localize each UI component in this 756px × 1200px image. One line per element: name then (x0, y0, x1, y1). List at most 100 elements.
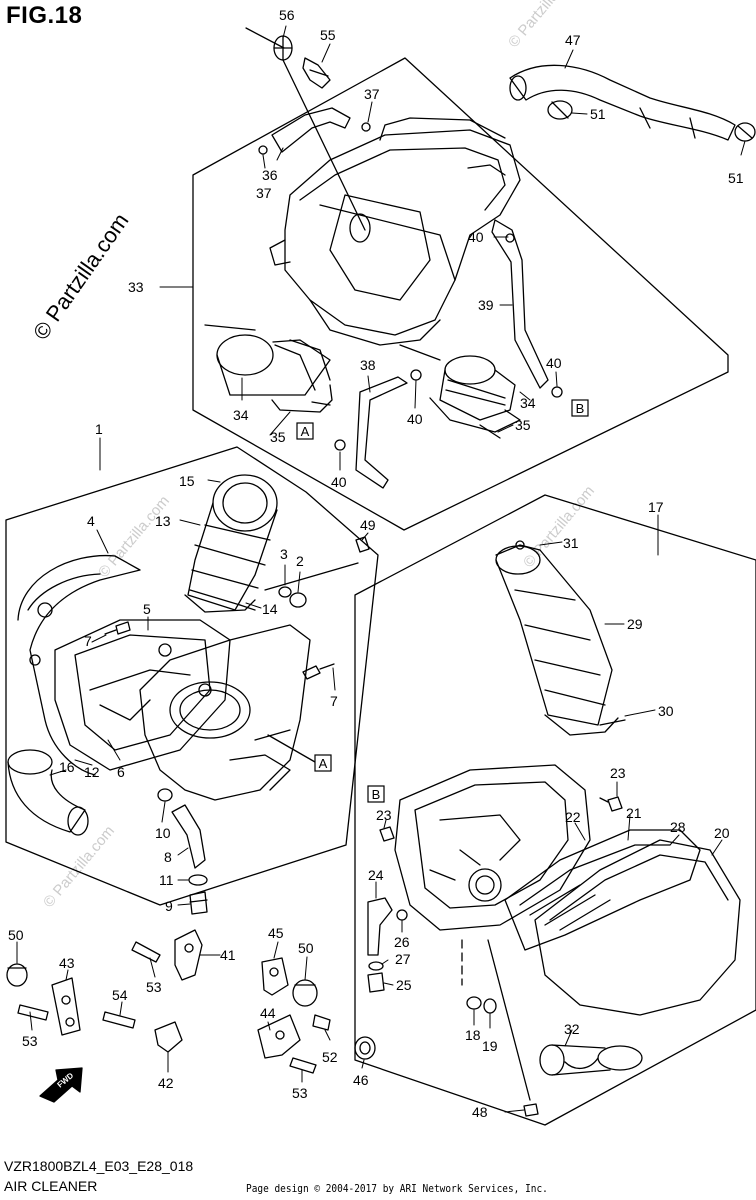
damper-50 (6, 963, 28, 987)
section-title: AIR CLEANER (4, 1178, 98, 1194)
housing-inner (139, 624, 311, 801)
callout-21: 21 (626, 805, 642, 821)
bolt-23 (599, 796, 623, 812)
callout-35: 35 (515, 417, 531, 433)
duct-16 (7, 749, 89, 836)
grommet-18 (466, 996, 482, 1010)
bolt-48 (523, 1103, 539, 1117)
callout-10: 10 (155, 825, 171, 841)
collar-2 (289, 592, 307, 608)
callout-51: 51 (728, 170, 744, 186)
callout-41: 41 (220, 947, 236, 963)
hose-38 (355, 376, 408, 489)
callout-28: 28 (670, 819, 686, 835)
clamp-40 (334, 439, 346, 451)
clamp-37 (361, 122, 371, 132)
group-frame-33 (192, 57, 729, 531)
filter-22-28 (504, 829, 701, 951)
collar-19 (483, 998, 497, 1014)
callout-40: 40 (546, 355, 562, 371)
clamp-37 (258, 145, 268, 155)
callout-14: 14 (262, 601, 278, 617)
callout-22: 22 (565, 809, 581, 825)
callout-18: 18 (465, 1027, 481, 1043)
inlet-tube-29 (495, 545, 613, 726)
hose-36 (271, 107, 351, 153)
clamp-14 (184, 594, 256, 613)
callout-7: 7 (330, 693, 338, 709)
callout-47: 47 (565, 32, 581, 48)
cover-4 (17, 554, 141, 776)
clamp-27 (368, 961, 384, 971)
hose-24 (367, 897, 393, 956)
leader (245, 27, 285, 49)
callout-31: 31 (563, 535, 579, 551)
svg-text:A: A (319, 756, 328, 771)
callout-1: 1 (95, 421, 103, 437)
callout-54: 54 (112, 987, 128, 1003)
duct-32 (539, 1044, 643, 1076)
callout-2: 2 (296, 553, 304, 569)
ref-box-a-upper: A (296, 422, 314, 440)
grommet-46 (354, 1036, 376, 1060)
clamp-51 (547, 100, 573, 120)
bolt-53 (131, 941, 161, 963)
callout-5: 5 (143, 601, 151, 617)
bracket-44 (257, 1014, 301, 1059)
bolt-54 (102, 1011, 136, 1029)
svg-text:B: B (576, 401, 585, 416)
figure-title: FIG.18 (6, 2, 83, 29)
group-frame-17 (354, 494, 756, 1126)
clamp-11 (188, 874, 208, 886)
intake-funnel-34-left (216, 334, 333, 413)
callout-24: 24 (368, 867, 384, 883)
leader (399, 344, 441, 361)
air-box-cover (269, 117, 521, 346)
ref-box-a-lower: A (314, 754, 332, 772)
bolt-52 (312, 1014, 331, 1031)
fwd-arrow (39, 1067, 83, 1103)
svg-text:A: A (301, 424, 310, 439)
case-b (394, 764, 591, 931)
clamp-30 (544, 714, 626, 736)
hose-8 (157, 788, 206, 869)
callout-29: 29 (627, 616, 643, 632)
clamp-40 (551, 386, 563, 398)
callout-27: 27 (395, 951, 411, 967)
bolt-7 (104, 621, 131, 635)
callout-40: 40 (331, 474, 347, 490)
hose-47 (509, 64, 736, 141)
leader (267, 734, 316, 763)
clamp-51 (734, 122, 756, 142)
callout-48: 48 (472, 1104, 488, 1120)
callout-53: 53 (146, 979, 162, 995)
callout-45: 45 (268, 925, 284, 941)
callout-44: 44 (260, 1005, 276, 1021)
callout-32: 32 (564, 1021, 580, 1037)
callout-15: 15 (179, 473, 195, 489)
callout-38: 38 (360, 357, 376, 373)
callout-52: 52 (322, 1049, 338, 1065)
callout-16: 16 (59, 759, 75, 775)
hose-39 (491, 219, 549, 389)
callout-9: 9 (165, 898, 173, 914)
callout-19: 19 (482, 1038, 498, 1054)
bolt-53 (289, 1057, 317, 1074)
callout-30: 30 (658, 703, 674, 719)
callout-34: 34 (233, 407, 249, 423)
callout-39: 39 (478, 297, 494, 313)
callout-36: 36 (262, 167, 278, 183)
callout-20: 20 (714, 825, 730, 841)
ref-box-b-upper: B (571, 399, 589, 417)
callout-40: 40 (468, 229, 484, 245)
clamp-26 (396, 909, 408, 921)
inlet-13-15 (187, 474, 278, 611)
plug-9 (189, 891, 208, 915)
callout-23: 23 (376, 807, 392, 823)
callout-43: 43 (59, 955, 75, 971)
callout-50: 50 (298, 940, 314, 956)
callout-17: 17 (648, 499, 664, 515)
callout-7: 7 (84, 633, 92, 649)
callout-numbers: 56 55 47 37 51 36 37 51 40 33 39 38 40 3… (8, 7, 744, 1120)
callout-34: 34 (520, 395, 536, 411)
